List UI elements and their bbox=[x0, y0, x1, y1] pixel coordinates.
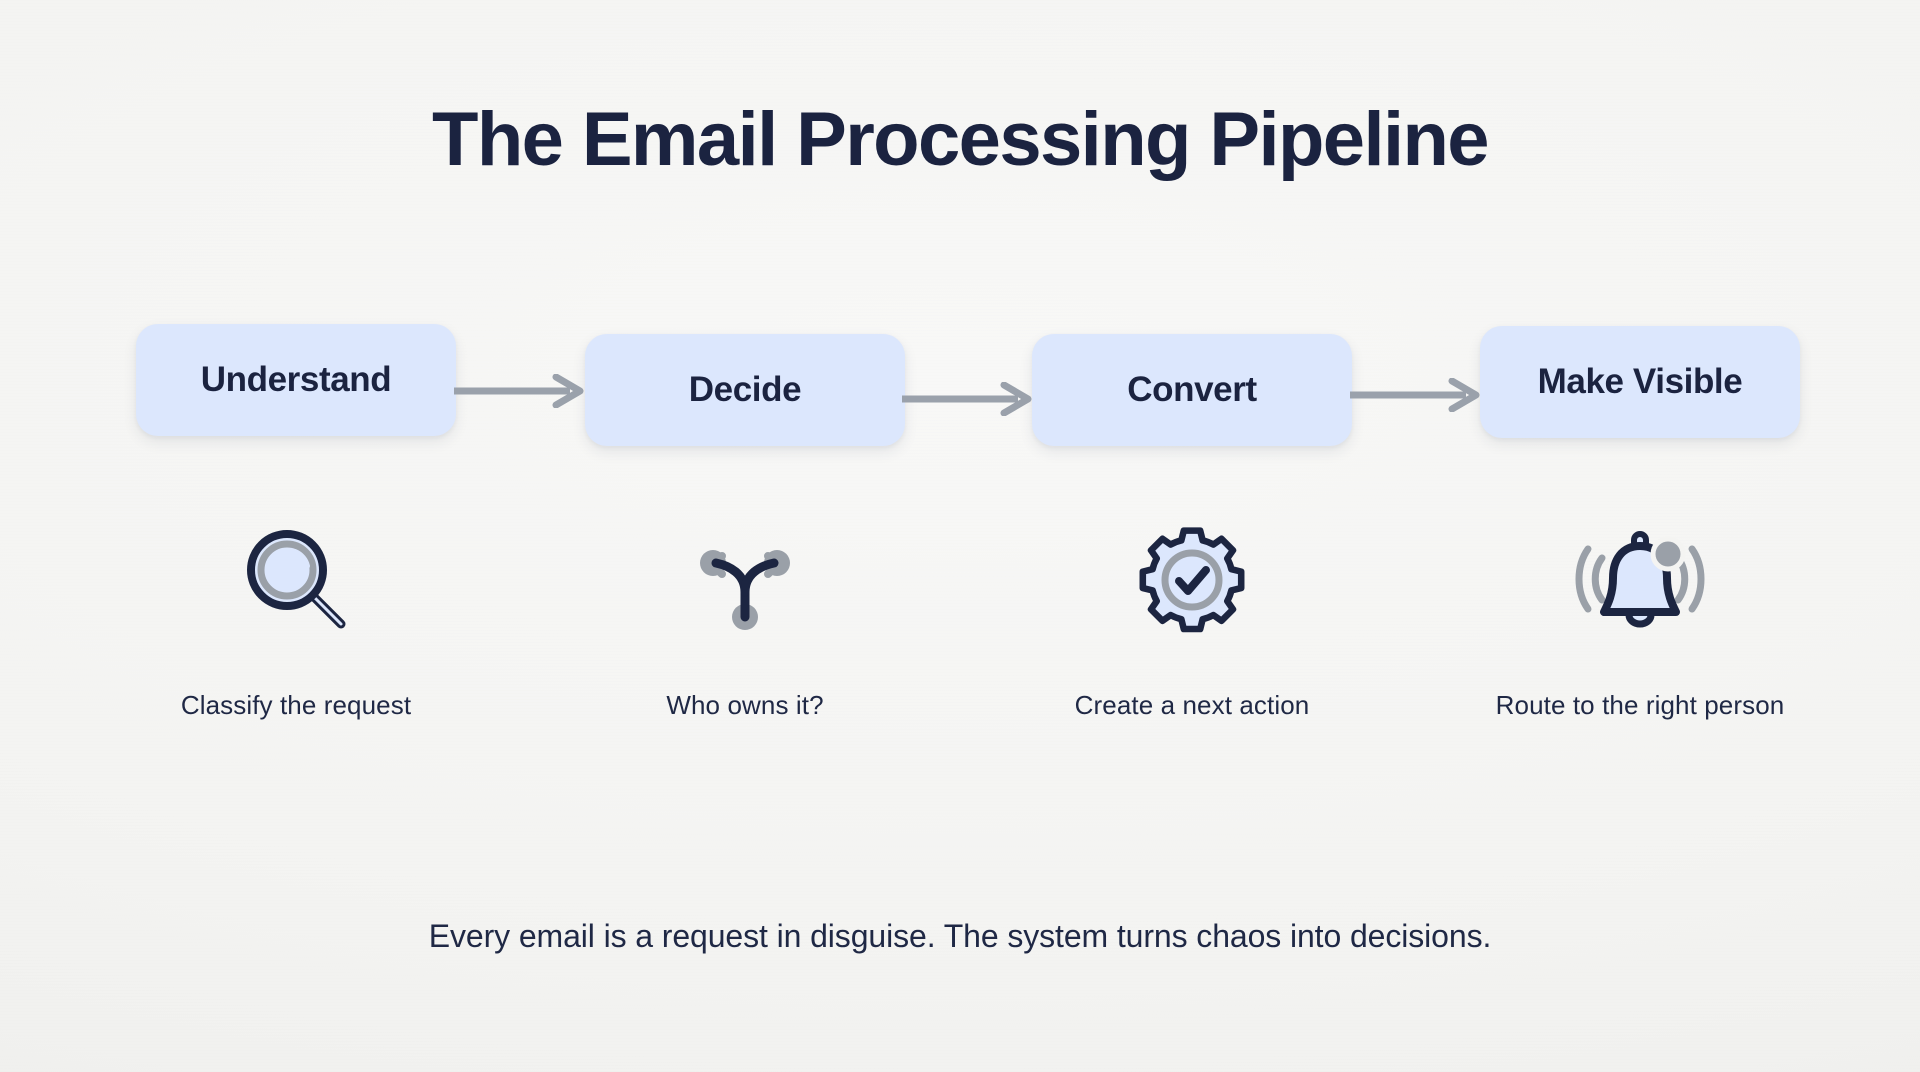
stage-column-make-visible: Make Visible bbox=[1475, 326, 1805, 438]
stage-box-understand[interactable]: Understand bbox=[136, 324, 456, 436]
stage-column-decide: Decide bbox=[580, 334, 910, 446]
page-title: The Email Processing Pipeline bbox=[432, 97, 1490, 182]
stage-column-convert: Convert bbox=[1027, 334, 1357, 446]
caption-convert: Create a next action bbox=[1074, 690, 1310, 720]
caption-make-visible: Route to the right person bbox=[1495, 690, 1785, 720]
icon-cell-convert bbox=[1027, 516, 1357, 647]
arrow-right-icon-1 bbox=[452, 374, 592, 408]
bell-notification-icon bbox=[1575, 531, 1705, 628]
branch-fork-icon bbox=[700, 550, 790, 630]
magnifier-icon bbox=[247, 530, 346, 629]
caption-understand: Classify the request bbox=[180, 690, 412, 720]
stage-column-understand: Understand bbox=[131, 324, 461, 436]
caption-decide: Who owns it? bbox=[666, 690, 824, 720]
stage-box-convert[interactable]: Convert bbox=[1032, 334, 1352, 446]
arrow-right-icon-2 bbox=[900, 382, 1040, 416]
stage-row: Understand Decide Convert Make Visible bbox=[0, 324, 1920, 466]
icon-cell-understand bbox=[131, 516, 461, 647]
stage-box-decide[interactable]: Decide bbox=[585, 334, 905, 446]
arrow-right-icon-3 bbox=[1348, 378, 1488, 412]
footer-tagline: Every email is a request in disguise. Th… bbox=[428, 918, 1492, 954]
icon-cell-decide bbox=[580, 516, 910, 647]
icon-row bbox=[0, 516, 1920, 656]
gear-check-icon bbox=[1139, 527, 1245, 633]
icon-cell-make-visible bbox=[1475, 516, 1805, 647]
stage-box-make-visible[interactable]: Make Visible bbox=[1480, 326, 1800, 438]
